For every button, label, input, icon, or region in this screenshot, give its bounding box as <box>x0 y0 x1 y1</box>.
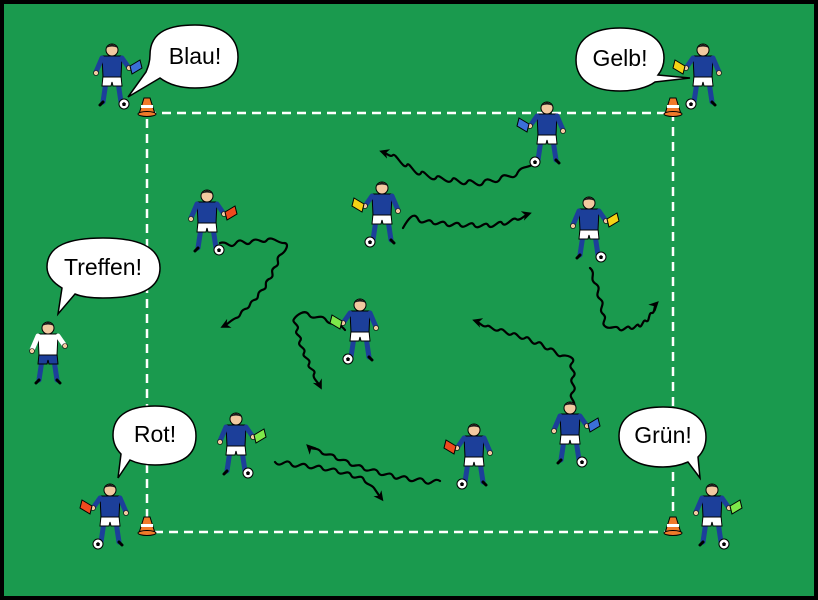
ball-icon <box>342 353 354 365</box>
ball-icon <box>92 538 104 550</box>
speech-bubble-red: Rot! <box>112 405 197 479</box>
ball-icon <box>595 251 607 263</box>
dribble-arrows <box>218 149 659 502</box>
call-blue: Blau! <box>169 43 221 69</box>
pitch <box>4 4 814 596</box>
dribble-arrow-icon <box>379 149 537 187</box>
player-icon <box>188 189 238 256</box>
player-icon <box>79 483 129 550</box>
player-icon <box>217 412 267 479</box>
ball-icon <box>118 98 130 110</box>
ball-icon <box>364 236 376 248</box>
playing-area <box>145 111 675 534</box>
dribble-arrow-icon <box>292 311 347 390</box>
player-icon <box>516 101 566 168</box>
ball-icon <box>718 538 730 550</box>
player-icon <box>693 483 743 550</box>
player-icon <box>672 43 722 110</box>
dribble-arrow-icon <box>401 211 532 230</box>
ball-icon <box>529 156 541 168</box>
ball-icon <box>456 478 468 490</box>
players <box>29 43 743 550</box>
ball-icon <box>213 244 225 256</box>
call-green: Grün! <box>634 422 692 448</box>
ball-icon <box>576 456 588 468</box>
speech-bubble-meet: Treffen! <box>46 237 161 317</box>
dribble-arrow-icon <box>472 318 576 410</box>
player-icon <box>329 298 379 365</box>
player-icon <box>351 181 401 248</box>
speech-bubble-green: Grün! <box>618 406 707 481</box>
call-meet: Treffen! <box>64 254 142 280</box>
call-red: Rot! <box>134 421 176 447</box>
ball-icon <box>242 467 254 479</box>
speech-bubble-blue: Blau! <box>127 24 239 98</box>
player-icon <box>570 196 620 263</box>
call-yellow: Gelb! <box>593 45 648 71</box>
dribble-arrow-icon <box>273 460 384 502</box>
dribble-arrow-icon <box>306 444 442 485</box>
dribble-arrow-icon <box>218 237 289 328</box>
coach-icon <box>29 321 68 385</box>
player-icon <box>443 423 493 490</box>
speech-bubble-yellow: Gelb! <box>575 27 691 92</box>
player-icon <box>551 401 601 468</box>
dribble-arrow-icon <box>588 266 659 332</box>
player-icon <box>93 43 143 110</box>
ball-icon <box>685 98 697 110</box>
